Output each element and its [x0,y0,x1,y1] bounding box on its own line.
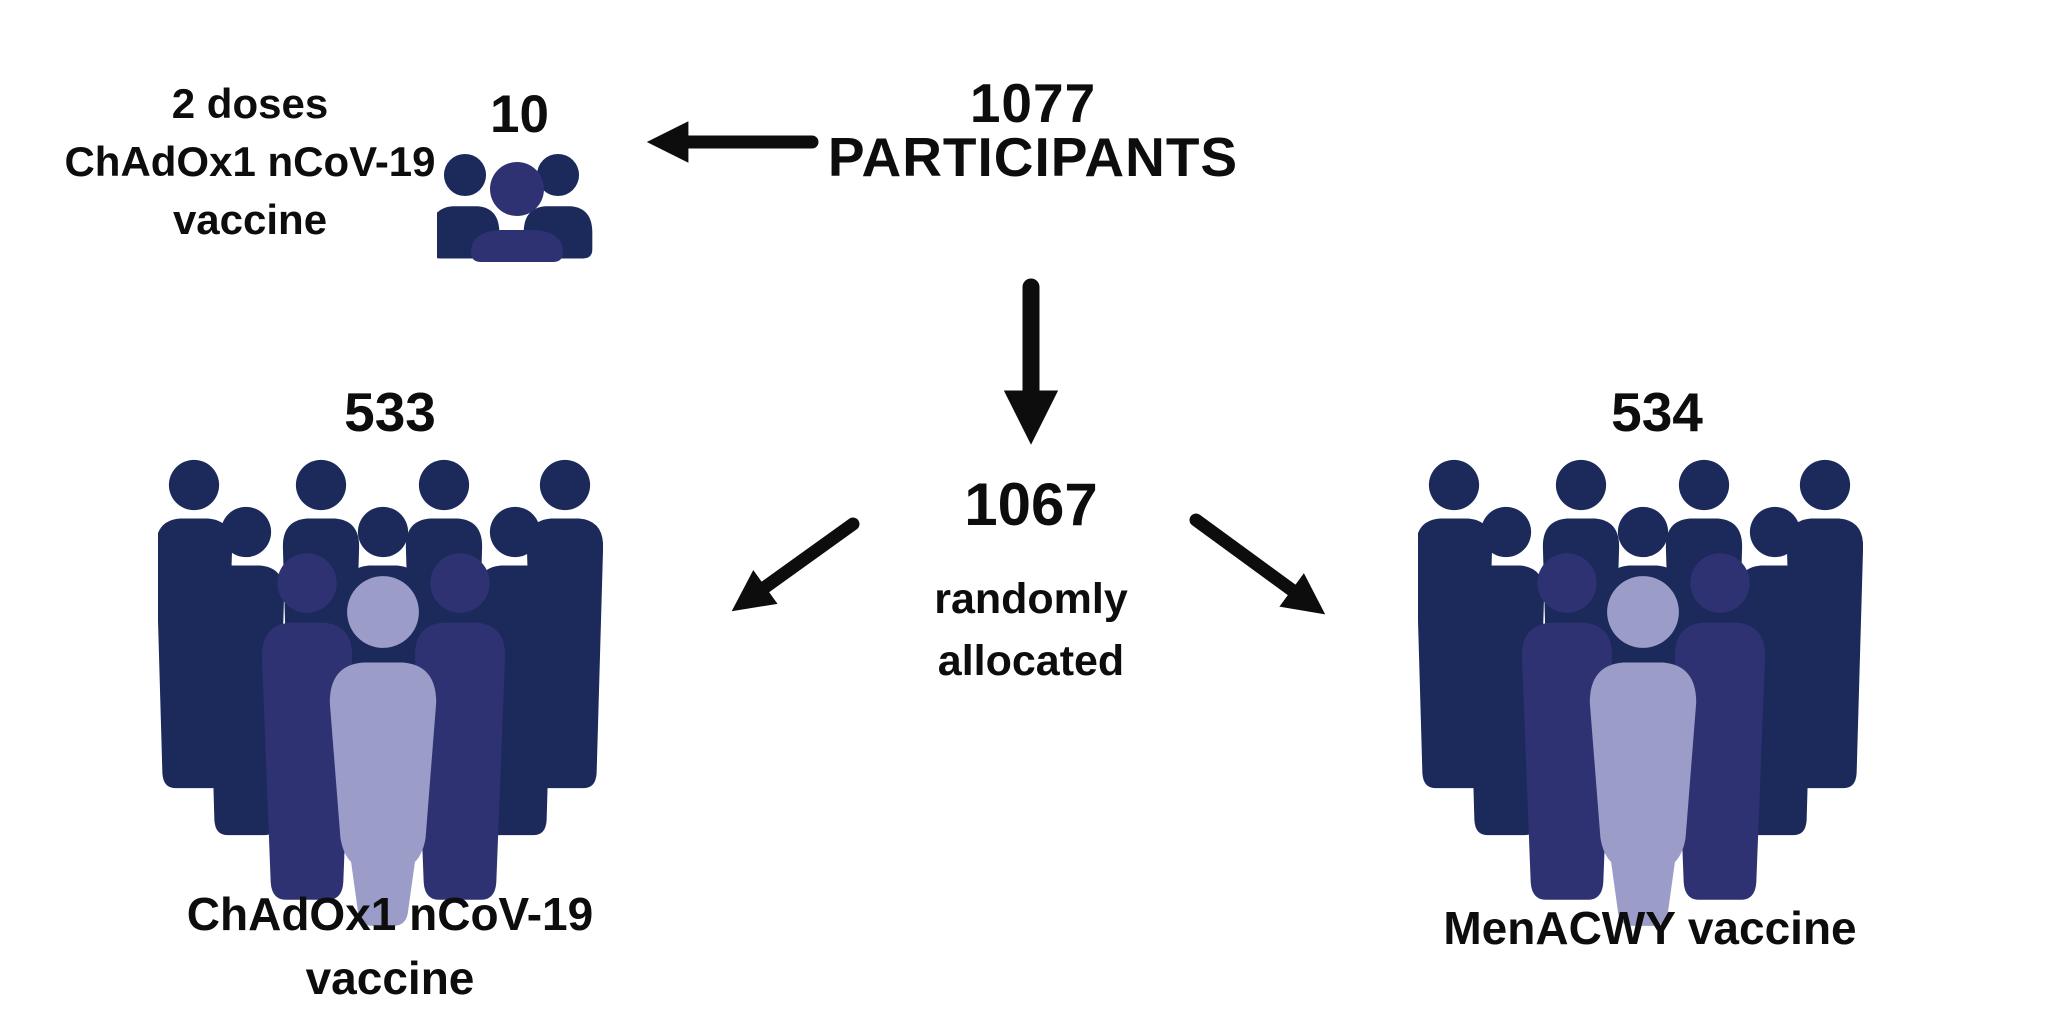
pilot-label-line2: ChAdOx1 nCoV-19 [64,138,436,185]
randomised-label-line2: allocated [937,637,1125,685]
participants-label: PARTICIPANTS [827,126,1239,188]
crowd-icon-right [1418,459,1863,926]
header-participants: 1077 PARTICIPANTS [818,72,1248,188]
randomised-count: 1067 [964,471,1098,538]
pilot-count: 10 [490,85,549,144]
arrow-to-right-arm [1189,513,1326,615]
small-people-group-icon [437,153,593,262]
participants-count: 1077 [969,72,1097,134]
left-arm-count: 533 [344,381,436,443]
pilot-label-line1: 2 doses [171,80,329,127]
pilot-group-label: 2 doses ChAdOx1 nCoV-19 vaccine [55,75,445,249]
pilot-label-line3: vaccine [172,196,328,243]
right-arm-count: 534 [1611,381,1703,443]
crowd-icon-left [158,459,603,926]
left-arm-label-line2: vaccine [305,952,475,1004]
right-arm-label: MenACWY vaccine [1443,902,1857,954]
randomised-label-line1: randomly [934,575,1128,623]
randomised-label: randomly allocated [900,568,1162,692]
left-arm-label-line1: ChAdOx1 nCoV-19 [186,888,594,940]
arrow-to-left-arm [731,517,860,612]
left-arm-label: ChAdOx1 nCoV-19 vaccine [135,882,645,1010]
